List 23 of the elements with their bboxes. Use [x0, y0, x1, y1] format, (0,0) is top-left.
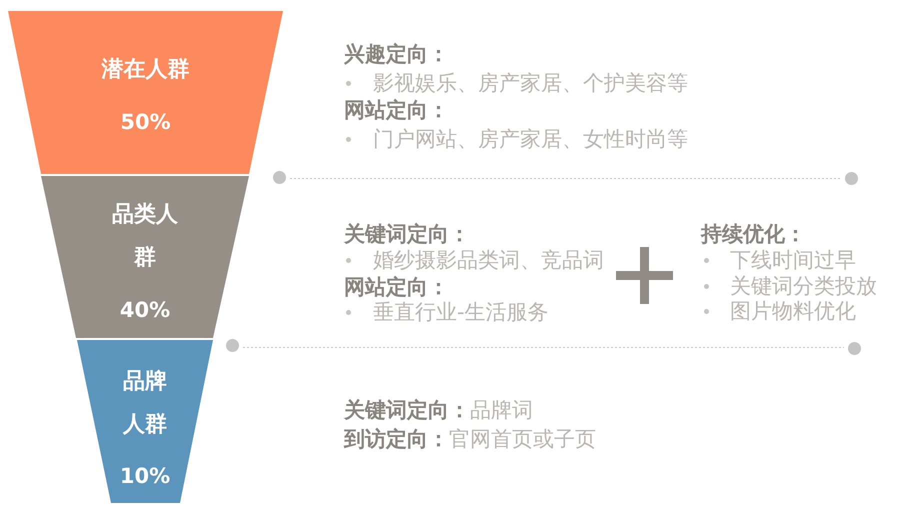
- segment-percent: 10%: [120, 463, 170, 490]
- list-item-text: 婚纱摄影品类词、竞品词: [373, 247, 604, 273]
- funnel-segment: [41, 176, 249, 338]
- list-item-text: 影视娱乐、房产家居、个护美容等: [373, 70, 688, 96]
- section-heading: 持续优化：: [701, 221, 806, 247]
- section-heading: 网站定向：: [344, 274, 449, 300]
- targeting-note: 到访定向：官网首页或子页: [344, 426, 596, 452]
- segment-percent: 40%: [120, 297, 170, 324]
- segment-title: 品类人群: [111, 201, 179, 272]
- segment-title: 潜在人群: [102, 56, 190, 84]
- funnel-segment: [8, 11, 283, 174]
- section-heading: 兴趣定向：: [344, 41, 449, 67]
- list-item-text: 图片物料优化: [730, 298, 856, 324]
- list-item-text: 垂直行业-生活服务: [373, 299, 549, 325]
- list-item-text: 关键词分类投放: [730, 273, 877, 299]
- section-heading: 网站定向：: [344, 97, 449, 123]
- section-heading: 关键词定向：: [344, 221, 470, 247]
- segment-title: 品牌人群: [122, 368, 168, 439]
- targeting-note: 关键词定向：品牌词: [344, 397, 533, 423]
- list-item-text: 门户网站、房产家居、女性时尚等: [373, 126, 688, 152]
- list-item-text: 下线时间过早: [730, 247, 856, 273]
- funnel-segment: [77, 340, 213, 503]
- segment-percent: 50%: [120, 109, 171, 136]
